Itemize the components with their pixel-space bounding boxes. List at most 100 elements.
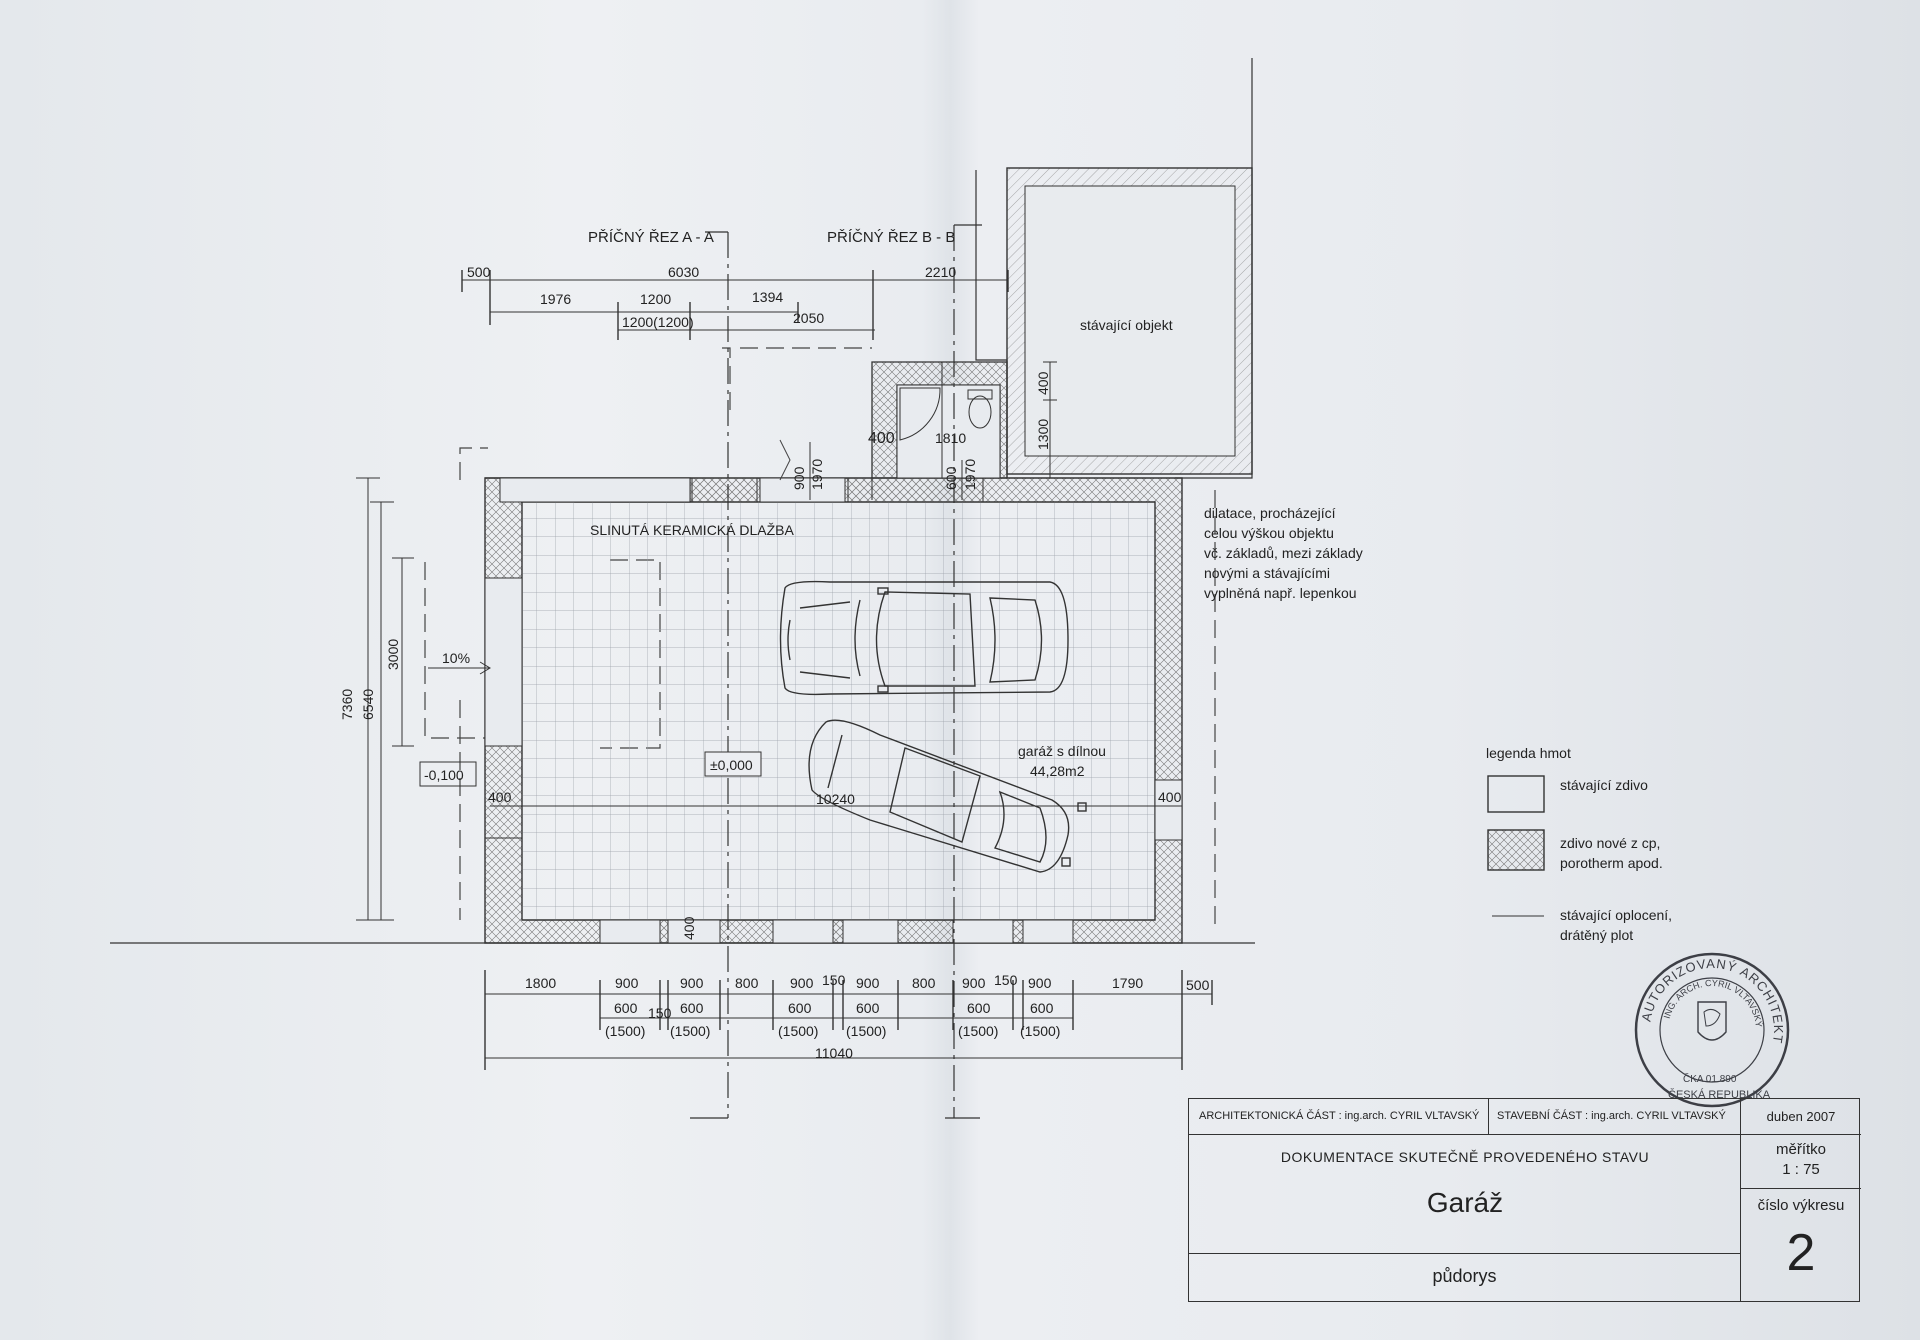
dim-2210: 2210 [925, 264, 956, 280]
bottom-dimensions-row1: 1800 900 900 800 900 150 900 800 900 150… [525, 972, 1210, 993]
svg-text:(1500): (1500) [605, 1023, 645, 1039]
svg-text:600: 600 [856, 1000, 880, 1016]
svg-text:500: 500 [1186, 977, 1210, 993]
legend-title: legenda hmot [1486, 745, 1571, 761]
dim-900-window: 900 [791, 466, 807, 490]
dim-400-bottom: 400 [681, 916, 697, 940]
svg-text:1800: 1800 [525, 975, 556, 991]
svg-text:drátěný plot: drátěný plot [1560, 927, 1633, 943]
section-a-label: PŘÍČNÝ ŘEZ A - A [588, 229, 714, 246]
existing-building: stávající objekt [1006, 167, 1253, 475]
annex-room [871, 361, 1008, 500]
legend: legenda hmot stávající zdivo zdivo nové … [1486, 745, 1672, 943]
svg-text:(1500): (1500) [778, 1023, 818, 1039]
svg-text:600: 600 [788, 1000, 812, 1016]
dim-1200: 1200 [640, 291, 671, 307]
svg-text:800: 800 [912, 975, 936, 991]
svg-text:(1500): (1500) [958, 1023, 998, 1039]
main-title-area: DOKUMENTACE SKUTEČNĚ PROVEDENÉHO STAVU G… [1189, 1135, 1741, 1253]
car-top-icon [779, 580, 1069, 696]
dim-1300: 1300 [1035, 419, 1051, 450]
sheet-cell: číslo výkresu 2 [1741, 1189, 1861, 1301]
dim-1200-1200: 1200(1200) [622, 314, 694, 330]
room-area: 44,28m2 [1030, 763, 1085, 779]
svg-text:dilatace, procházející: dilatace, procházející [1204, 505, 1336, 521]
dim-500-top: 500 [467, 264, 491, 280]
dim-400-vert: 400 [1035, 371, 1051, 395]
svg-text:1790: 1790 [1112, 975, 1143, 991]
level-box [704, 751, 762, 777]
drawing-type: půdorys [1189, 1253, 1741, 1301]
left-dimension-lines [356, 477, 491, 921]
room-name: garáž s dílnou [1018, 743, 1106, 759]
svg-text:stávající zdivo: stávající zdivo [1560, 777, 1648, 793]
scale-label: měřítko [1775, 1141, 1826, 1158]
top-dimension-lines [461, 270, 1009, 340]
architect-stamp: AUTORIZOVANÝ ARCHITEKT ING. ARCH. CYRIL … [1634, 952, 1790, 1108]
tiled-floor [521, 501, 1156, 921]
bottom-dimensions-row3: (1500) (1500) (1500) (1500) (1500) (1500… [605, 1023, 1060, 1039]
date: duben 2007 [1741, 1099, 1861, 1135]
shower-icon [899, 387, 941, 441]
level-label: ±0,000 [710, 757, 753, 773]
level-out-box [419, 761, 477, 787]
svg-text:800: 800 [735, 975, 759, 991]
dim-1970-window: 1970 [809, 459, 825, 490]
floor-label: SLINUTÁ KERAMICKÁ DLAŽBA [590, 522, 794, 538]
svg-text:ING. ARCH. CYRIL VLTAVSKÝ: ING. ARCH. CYRIL VLTAVSKÝ [1662, 978, 1764, 1028]
stav-part: STAVEBNÍ ČÁST : ing.arch. CYRIL VLTAVSKÝ [1489, 1099, 1741, 1135]
dim-1976: 1976 [540, 291, 571, 307]
project-name: Garáž [1426, 1187, 1504, 1218]
svg-text:celou výškou objektu: celou výškou objektu [1204, 525, 1334, 541]
svg-text:900: 900 [615, 975, 639, 991]
svg-text:900: 900 [856, 975, 880, 991]
dim-600-door: 600 [943, 466, 959, 490]
svg-text:150: 150 [822, 972, 846, 988]
svg-text:600: 600 [1030, 1000, 1054, 1016]
dim-11040: 11040 [815, 1045, 853, 1061]
dim-7360: 7360 [339, 689, 355, 720]
dilatace-note: dilatace, procházející celou výškou obje… [1204, 505, 1363, 601]
svg-text:600: 600 [967, 1000, 991, 1016]
doc-title: DOKUMENTACE SKUTEČNĚ PROVEDENÉHO STAVU [1280, 1149, 1650, 1165]
dim-400-annex: 400 [868, 430, 895, 447]
svg-text:ČESKÁ REPUBLIKA: ČESKÁ REPUBLIKA [1668, 1088, 1771, 1101]
title-block: ARCHITEKTONICKÁ ČÁST : ing.arch. CYRIL V… [1188, 1098, 1861, 1302]
dim-6030: 6030 [668, 264, 699, 280]
dim-2050: 2050 [793, 310, 824, 326]
dim-1970-door: 1970 [962, 459, 978, 490]
dim-1394: 1394 [752, 289, 783, 305]
svg-text:stávající oplocení,: stávající oplocení, [1560, 907, 1672, 923]
svg-text:(1500): (1500) [1020, 1023, 1060, 1039]
svg-text:novými a stávajícími: novými a stávajícími [1204, 565, 1330, 581]
svg-text:porotherm apod.: porotherm apod. [1560, 855, 1663, 871]
legend-swatch-new [1487, 829, 1545, 871]
dim-10240: 10240 [816, 791, 855, 807]
svg-text:600: 600 [614, 1000, 638, 1016]
scale-cell: měřítko 1 : 75 [1741, 1135, 1861, 1189]
dim-1810: 1810 [935, 430, 966, 446]
svg-text:900: 900 [1028, 975, 1052, 991]
toilet-icon [968, 395, 992, 429]
svg-text:(1500): (1500) [670, 1023, 710, 1039]
section-line-a [690, 231, 729, 1119]
dim-400-right: 400 [1158, 789, 1182, 805]
sheet-label: číslo výkresu [1757, 1197, 1845, 1214]
legend-swatch-existing [1487, 775, 1545, 813]
svg-text:900: 900 [680, 975, 704, 991]
arch-part: ARCHITEKTONICKÁ ČÁST : ing.arch. CYRIL V… [1189, 1099, 1489, 1135]
svg-text:(1500): (1500) [846, 1023, 886, 1039]
stamp-shield-icon [1697, 1001, 1727, 1041]
svg-text:vč. základů, mezi základy: vč. základů, mezi základy [1204, 545, 1363, 561]
existing-building-label: stávající objekt [1080, 317, 1173, 333]
dim-6540: 6540 [360, 689, 376, 720]
bottom-dimension-lines [484, 970, 1213, 1070]
bottom-dimensions-row2: 600 150 600 600 600 600 600 [614, 1000, 1054, 1021]
section-b-label: PŘÍČNÝ ŘEZ B - B [827, 229, 955, 246]
section-line-b [945, 224, 982, 1119]
svg-text:150: 150 [648, 1005, 672, 1021]
scale-value: 1 : 75 [1782, 1161, 1820, 1178]
svg-text:600: 600 [680, 1000, 704, 1016]
